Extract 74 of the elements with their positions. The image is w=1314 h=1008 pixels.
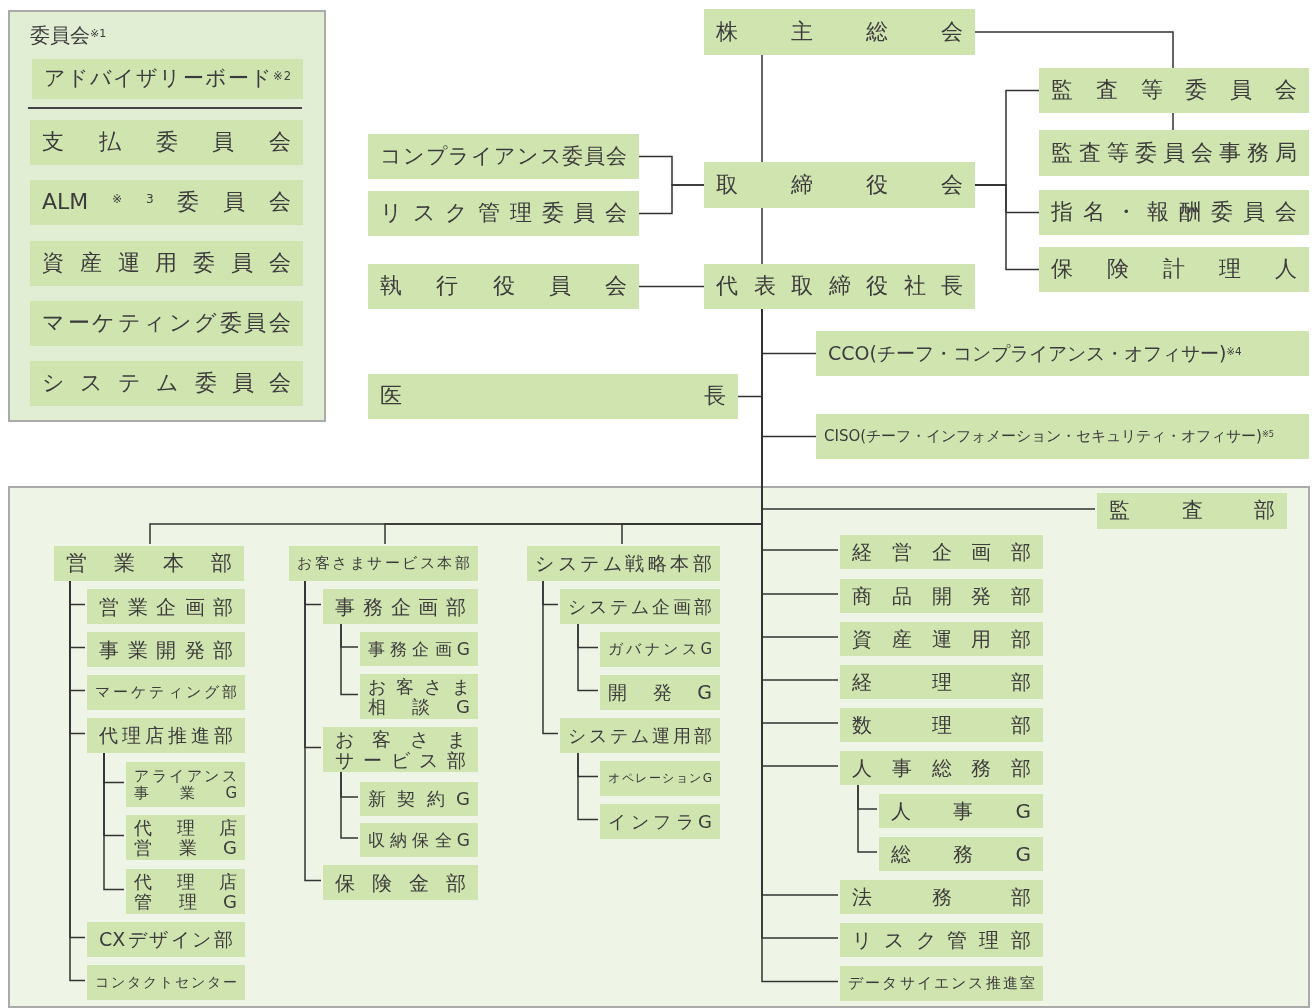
org-unit-box: 事務企画部 [323,589,478,624]
org-unit-box: 監査等委員会 [1039,68,1309,113]
connector-line [761,54,763,163]
org-unit-box: マーケティング部 [87,675,245,710]
org-unit-box: 代理店営業G [126,815,245,860]
org-unit-box: 保険金部 [323,865,478,900]
connector-line [577,621,599,692]
org-unit-box: 監査部 [1097,493,1287,529]
org-unit-box: 執行役員会 [368,264,639,309]
org-unit-box: 営業企画部 [87,589,245,624]
org-unit-box: システム企画部 [560,589,720,624]
connector-line [577,750,599,821]
committee-panel [8,10,326,422]
connector-line [103,750,125,891]
org-unit-box: お客さま相談G [360,674,478,719]
org-unit-box: 代理店推進部 [87,718,245,753]
org-unit-box: リスク管理委員会 [368,191,639,236]
org-unit-box: 医長 [368,374,738,419]
org-unit-box: オペレーションG [600,761,720,796]
org-unit-box: 数理部 [840,708,1043,742]
org-unit-box: ALM$^{※3}$委員会 [30,180,303,225]
connector-line [304,578,322,882]
org-unit-box: お客さまサービス本部 [289,546,478,581]
org-unit-box: 指名・報酬委員会 [1039,190,1309,235]
org-unit-box: インフラG [600,804,720,839]
org-unit-box: ガバナンスG [600,632,720,667]
org-unit-box: システム戦略本部 [527,546,720,581]
org-unit-box: リスク管理部 [840,923,1043,957]
org-unit-box: 事務企画G [360,632,478,666]
org-unit-box: CISO(チーフ・インフォメーション・セキュリティ・オフィサー)$^{※5}$ [816,414,1309,459]
panel-heading: 委員会$^{※1}$ [30,22,107,49]
org-unit-box: システム運用部 [560,718,720,753]
org-unit-box: 保険計理人 [1039,247,1309,292]
connector-line [1172,112,1174,131]
connector-line [974,184,1040,271]
org-unit-box: 総務G [879,837,1043,871]
org-unit-box: 取締役会 [704,162,975,208]
org-unit-box: コンタクトセンター [87,965,245,1000]
connector-line [638,184,705,215]
org-unit-box: アドバイザリーボード$^{※2}$ [32,59,303,99]
connector-line [542,578,559,735]
org-unit-box: 資産運用委員会 [30,241,303,286]
org-unit-box: 経理部 [840,665,1043,699]
org-unit-box: 開発G [600,675,720,710]
connector-line [857,782,878,853]
org-unit-box: 監査等委員会事務局 [1039,130,1309,176]
org-unit-box: 経営企画部 [840,535,1043,569]
org-unit-box: コンプライアンス委員会 [368,134,639,179]
connector-line [638,285,705,288]
org-unit-box: 代理店管理G [126,869,245,914]
org-unit-box: 支払委員会 [30,120,303,165]
org-unit-box: 新契約G [360,782,478,816]
org-unit-box: データサイエンス推進室 [840,966,1043,1001]
org-unit-box: 代表取締役社長 [704,264,975,309]
org-unit-box: CXデザイン部 [87,922,245,957]
org-unit-box: 営業本部 [54,546,244,581]
org-unit-box: アライアンス事業G [126,762,245,807]
connector-line [974,31,1174,69]
org-unit-box: CCO(チーフ・コンプライアンス・オフィサー)$^{※4}$ [816,331,1309,376]
org-unit-box: 商品開発部 [840,579,1043,613]
org-unit-box: 人事総務部 [840,751,1043,785]
org-unit-box: 法務部 [840,880,1043,914]
org-unit-box: 株主総会 [704,9,975,55]
org-unit-box: 人事G [879,794,1043,828]
org-unit-box: システム委員会 [30,361,303,406]
org-unit-box: マーケティング委員会 [30,301,303,346]
org-unit-box: 事業開発部 [87,632,245,667]
connector-line [761,207,763,265]
department-panel [8,486,1310,1008]
org-unit-box: お客さまサービス部 [323,727,478,772]
org-unit-box: 収納保全G [360,823,478,857]
connector-line [340,769,359,839]
connector-line [340,621,359,696]
org-unit-box: 資産運用部 [840,622,1043,656]
